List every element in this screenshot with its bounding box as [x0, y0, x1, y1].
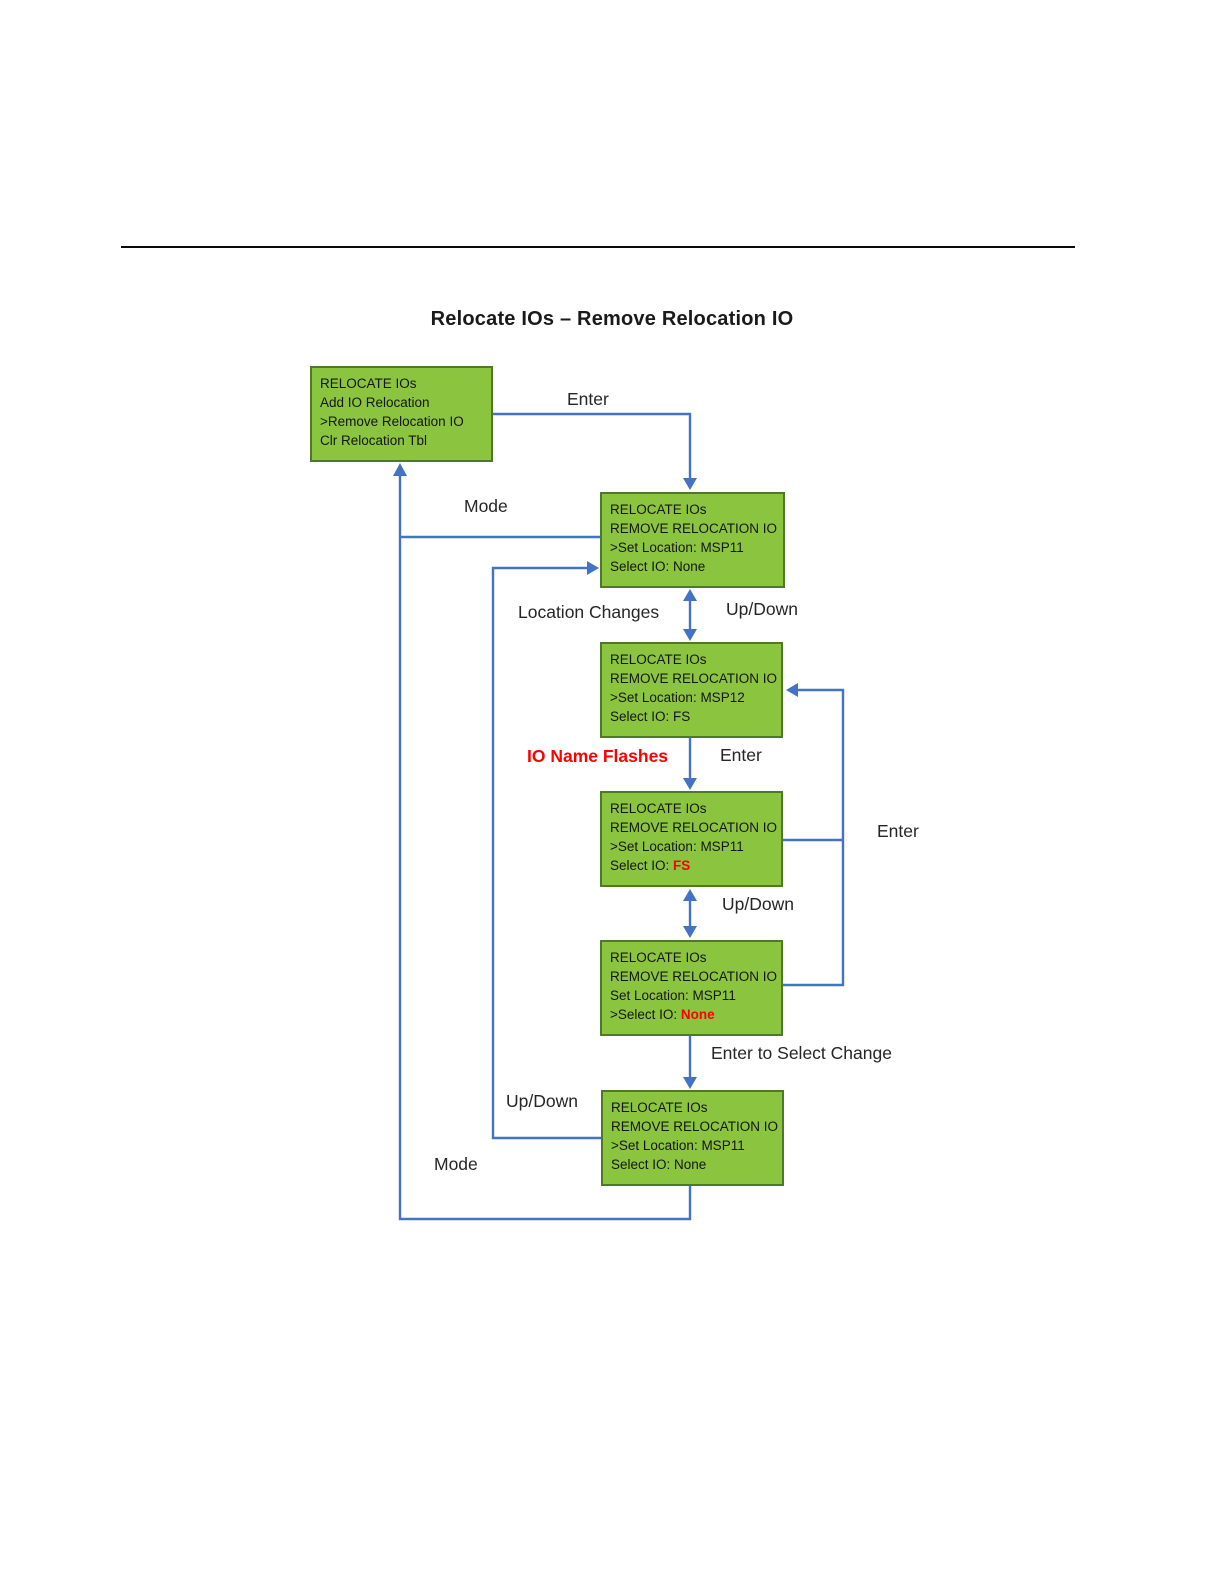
box-line: REMOVE RELOCATION IO — [610, 969, 778, 984]
label-up-down-1: Up/Down — [726, 599, 798, 619]
label-enter-top: Enter — [567, 389, 609, 409]
box-line: Select IO: FS — [610, 858, 691, 873]
box-line: Select IO: None — [610, 559, 706, 574]
arrowhead-down-into-box6 — [683, 1077, 697, 1089]
connector-enter-right-loop — [783, 688, 845, 987]
label-location-changes: Location Changes — [518, 602, 660, 622]
arrowhead-up-into-box2 — [683, 589, 697, 601]
arrowhead-down-into-box3 — [683, 629, 697, 641]
box-line: >Set Location: MSP11 — [610, 839, 744, 854]
label-mode-bottom: Mode — [434, 1154, 478, 1174]
state-box-set-location-msp12: RELOCATE IOs REMOVE RELOCATION IO >Set L… — [600, 642, 783, 738]
box-line: RELOCATE IOs — [320, 376, 417, 391]
state-box-relocate-menu: RELOCATE IOs Add IO Relocation >Remove R… — [310, 366, 493, 462]
connector-enter-top — [493, 412, 692, 478]
arrowhead-left-into-box3 — [786, 683, 798, 697]
box-line: >Set Location: MSP11 — [611, 1138, 745, 1153]
label-enter-select-change: Enter to Select Change — [711, 1043, 892, 1063]
box-line: Set Location: MSP11 — [610, 988, 736, 1003]
label-mode-top: Mode — [464, 496, 508, 516]
box-line: >Remove Relocation IO — [320, 414, 464, 429]
diagram-title: Relocate IOs – Remove Relocation IO — [430, 308, 794, 330]
label-enter-mid: Enter — [720, 745, 762, 765]
box-line: REMOVE RELOCATION IO — [610, 671, 778, 686]
arrowhead-down-into-box4 — [683, 778, 697, 790]
arrowhead-right-into-box2 — [587, 561, 599, 575]
label-up-down-3: Up/Down — [506, 1091, 578, 1111]
arrowhead-up-into-box1 — [393, 463, 407, 476]
arrowhead-up-into-box4 — [683, 889, 697, 901]
label-enter-right: Enter — [877, 821, 919, 841]
arrowhead-down-into-box2 — [683, 478, 697, 490]
box-line: REMOVE RELOCATION IO — [610, 820, 778, 835]
state-box-change-selected: RELOCATE IOs REMOVE RELOCATION IO >Set L… — [601, 1090, 784, 1186]
box-line: REMOVE RELOCATION IO — [610, 521, 778, 536]
box-line: Select IO: FS — [610, 709, 691, 724]
box-line: Clr Relocation Tbl — [320, 433, 428, 448]
box-line: RELOCATE IOs — [610, 801, 707, 816]
box-line: >Set Location: MSP11 — [610, 540, 744, 555]
box-line: RELOCATE IOs — [611, 1100, 708, 1115]
box-line: >Select IO: None — [610, 1007, 715, 1022]
state-box-select-io-none: RELOCATE IOs REMOVE RELOCATION IO Set Lo… — [600, 940, 783, 1036]
label-io-name-flashes: IO Name Flashes — [527, 746, 669, 766]
box-line: RELOCATE IOs — [610, 950, 707, 965]
box-line: RELOCATE IOs — [610, 652, 707, 667]
state-box-set-location-msp11: RELOCATE IOs REMOVE RELOCATION IO >Set L… — [600, 492, 785, 588]
arrowhead-down-into-box5 — [683, 926, 697, 938]
box-line: RELOCATE IOs — [610, 502, 707, 517]
page-top-rule — [121, 246, 1075, 248]
box-line: Add IO Relocation — [320, 395, 430, 410]
state-box-select-io-fs: RELOCATE IOs REMOVE RELOCATION IO >Set L… — [600, 791, 783, 887]
connector-updown-return — [491, 566, 601, 1140]
box-line: >Set Location: MSP12 — [610, 690, 745, 705]
connector-mode-loop — [398, 476, 692, 1221]
box-line: Select IO: None — [611, 1157, 707, 1172]
label-up-down-2: Up/Down — [722, 894, 794, 914]
box-line: REMOVE RELOCATION IO — [611, 1119, 779, 1134]
